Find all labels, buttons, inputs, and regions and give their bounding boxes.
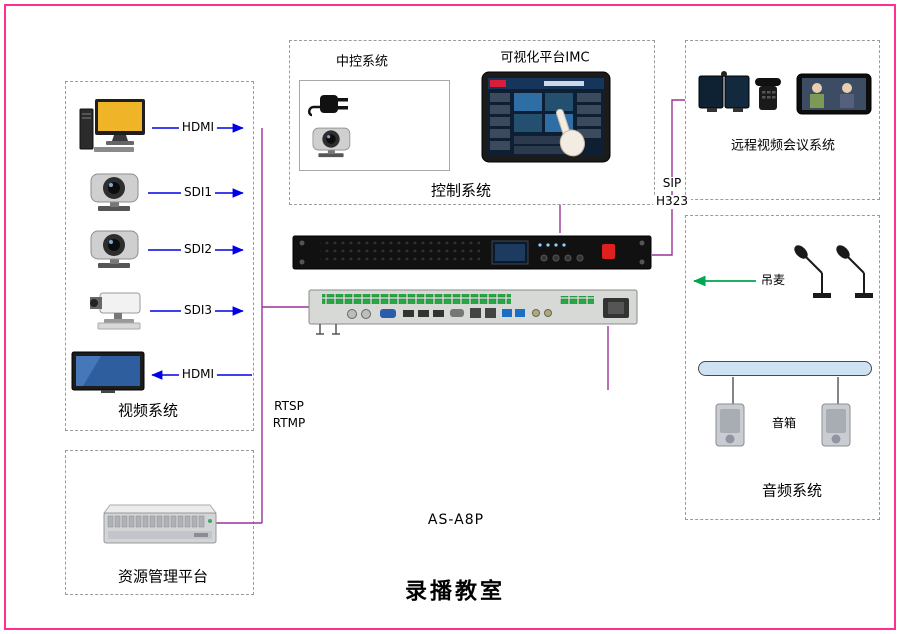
computer-icon bbox=[79, 99, 145, 152]
video-system-label: 视频系统 bbox=[117, 401, 179, 420]
protocol-label-rtsp: RTSP bbox=[271, 399, 307, 414]
protocol-label-sip: SIP bbox=[659, 176, 685, 191]
central-control-label: 中控系统 bbox=[335, 54, 389, 70]
control-system-label: 控制系统 bbox=[430, 181, 492, 200]
conference-system-box bbox=[685, 40, 880, 200]
tablet-touchscreen-icon bbox=[481, 71, 611, 163]
ptz-camera-icon bbox=[90, 230, 139, 268]
resource-platform-label: 资源管理平台 bbox=[117, 567, 209, 586]
mic-label: 吊麦 bbox=[757, 273, 789, 288]
audio-system-label: 音频系统 bbox=[761, 481, 823, 500]
protocol-label-rtmp: RTMP bbox=[269, 416, 309, 431]
speaker-icon bbox=[715, 403, 745, 447]
video-system-box bbox=[65, 81, 254, 431]
conference-system-label: 远程视频会议系统 bbox=[730, 138, 836, 154]
conference-devices-icon bbox=[698, 71, 872, 115]
power-plug-icon bbox=[308, 95, 348, 117]
control-camera-icon bbox=[312, 127, 351, 158]
page-title: 录播教室 bbox=[404, 579, 506, 605]
audio-array-bar bbox=[698, 361, 872, 376]
speaker-label: 音箱 bbox=[771, 416, 797, 431]
connection-label-hdmi-out: HDMI bbox=[178, 120, 218, 135]
pointing-hand-icon bbox=[555, 108, 585, 157]
server-icon bbox=[103, 504, 217, 544]
recorder-rear-panel bbox=[308, 289, 638, 335]
ptz-camera-icon bbox=[90, 173, 139, 211]
visual-platform-label: 可视化平台IMC bbox=[500, 50, 590, 66]
recorder-front-panel bbox=[292, 235, 652, 270]
connection-label-sdi2: SDI2 bbox=[180, 242, 216, 257]
box-camera-icon bbox=[90, 292, 141, 330]
connection-label-hdmi-in: HDMI bbox=[178, 367, 218, 382]
device-model-label: AS-A8P bbox=[427, 511, 485, 528]
audio-system-box bbox=[685, 215, 880, 520]
tv-display-icon bbox=[71, 351, 145, 393]
connection-label-sdi1: SDI1 bbox=[180, 185, 216, 200]
hanging-mic-icons bbox=[794, 245, 873, 298]
speaker-icon bbox=[821, 403, 851, 447]
connection-label-sdi3: SDI3 bbox=[180, 303, 216, 318]
protocol-label-h323: H323 bbox=[653, 194, 691, 209]
